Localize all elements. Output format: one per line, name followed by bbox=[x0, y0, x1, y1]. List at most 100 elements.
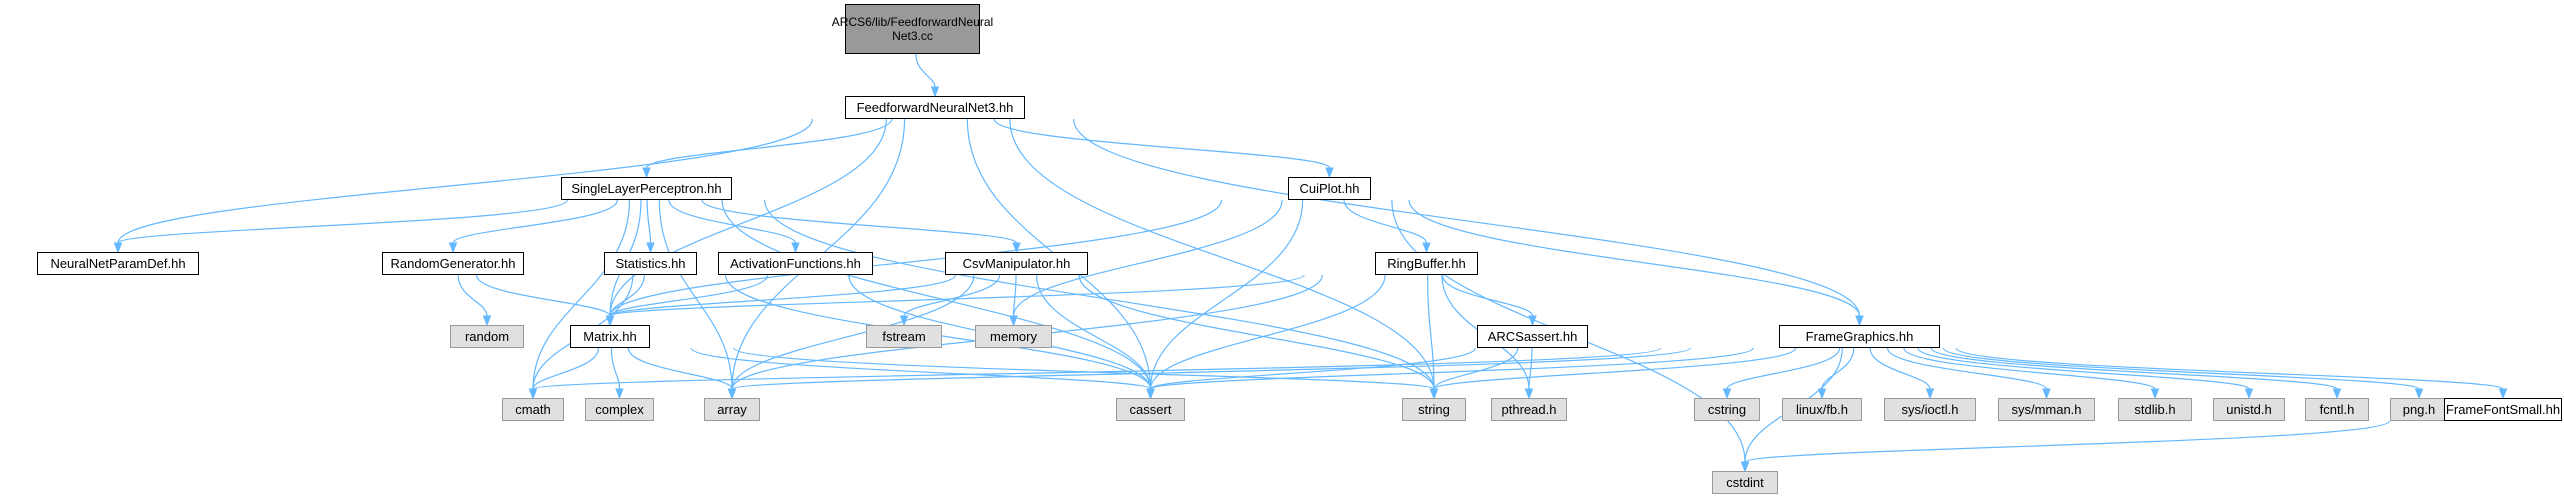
root-file-node: ARCS6/lib/FeedforwardNeural Net3.cc bbox=[832, 4, 993, 54]
edge-slp-to-rg bbox=[452, 199, 619, 244]
system-header-linux-fb: linux/fb.h bbox=[1782, 398, 1862, 421]
edge-csv-to-matrix bbox=[609, 274, 957, 317]
edge-fg-to-stdlib bbox=[1903, 347, 2156, 390]
edge-cui-to-matrix bbox=[609, 199, 1223, 317]
arrowhead-rg-to-random bbox=[482, 315, 492, 327]
edge-ring-to-arcsassert bbox=[1441, 274, 1534, 317]
arrowhead-cui-to-fg bbox=[1855, 315, 1864, 327]
edge-rg-to-random bbox=[457, 274, 488, 317]
edge-ffnn3-to-cui bbox=[993, 118, 1331, 169]
edge-cui-to-memory bbox=[1012, 199, 1283, 317]
edge-rg-to-matrix bbox=[475, 274, 611, 317]
edge-fg-to-png bbox=[1942, 347, 2420, 390]
arrowhead-fg-to-unistd bbox=[2244, 388, 2254, 400]
arrowhead-fg-to-ioctl bbox=[1925, 388, 1935, 400]
arrowhead-root-to-ffnn3 bbox=[930, 86, 940, 98]
ring-buffer-node[interactable]: RingBuffer.hh bbox=[1375, 252, 1478, 275]
arrowhead-fg-to-cmath bbox=[528, 388, 538, 400]
edge-fg-to-fcntl bbox=[1930, 347, 2338, 390]
system-header-unistd: unistd.h bbox=[2213, 398, 2285, 421]
arrowhead-fg-to-cassert bbox=[1146, 388, 1155, 400]
system-header-pthread: pthread.h bbox=[1491, 398, 1567, 421]
arrowhead-fg-to-fcntl bbox=[2332, 388, 2342, 400]
edge-slp-to-stats bbox=[646, 199, 652, 244]
edge-arcsassert-to-pthread bbox=[1528, 347, 1533, 390]
system-header-complex: complex bbox=[585, 398, 654, 421]
arrowhead-fg-to-ffs bbox=[2498, 388, 2508, 400]
system-header-fstream: fstream bbox=[866, 325, 942, 348]
edge-cui-to-ring bbox=[1343, 199, 1428, 244]
edge-ffnn3-to-matrix bbox=[609, 118, 887, 317]
arcs-assert-node[interactable]: ARCSassert.hh bbox=[1477, 325, 1588, 348]
arrowhead-slp-to-rg bbox=[448, 242, 458, 254]
edge-fg-to-linuxfb bbox=[1821, 347, 1855, 390]
edge-cui-to-cassert bbox=[1149, 199, 1304, 390]
edge-actf-to-matrix bbox=[609, 274, 769, 317]
edge-fg-to-cassert bbox=[1149, 347, 1754, 390]
edge-slp-to-actf bbox=[668, 199, 797, 244]
edge-csv-to-array bbox=[731, 274, 975, 390]
arrowhead-slp-to-actf bbox=[791, 242, 800, 254]
random-generator-node[interactable]: RandomGenerator.hh bbox=[382, 252, 524, 275]
edge-slp-to-csv bbox=[701, 199, 1018, 244]
edge-fg-to-cstring bbox=[1726, 347, 1841, 390]
system-header-memory: memory bbox=[975, 325, 1052, 348]
arrowhead-ring-to-arcsassert bbox=[1528, 315, 1537, 327]
statistics-node[interactable]: Statistics.hh bbox=[604, 252, 697, 275]
edge-ffnn3-to-fg bbox=[1073, 118, 1861, 317]
arrowhead-slp-to-csv bbox=[1012, 242, 1021, 254]
matrix-node[interactable]: Matrix.hh bbox=[570, 325, 650, 348]
edge-fg-to-array bbox=[731, 347, 1691, 390]
edge-ffnn3-to-slp bbox=[645, 118, 893, 169]
single-layer-perceptron-node[interactable]: SingleLayerPerceptron.hh bbox=[561, 177, 732, 200]
edge-ring-to-matrix bbox=[609, 274, 1305, 317]
csv-manipulator-node[interactable]: CsvManipulator.hh bbox=[945, 252, 1088, 275]
arrowhead-matrix-to-complex bbox=[615, 388, 624, 400]
system-header-cstring: cstring bbox=[1694, 398, 1760, 421]
edge-fg-to-mman bbox=[1886, 347, 2048, 390]
system-header-cassert: cassert bbox=[1116, 398, 1185, 421]
edge-root-to-ffnn3 bbox=[915, 53, 936, 88]
arrowhead-slp-to-nnpd bbox=[113, 242, 123, 254]
edge-slp-to-string bbox=[764, 199, 1435, 390]
edge-csv-to-string bbox=[1078, 274, 1435, 390]
system-header-array: array bbox=[704, 398, 760, 421]
arrowhead-cui-to-memory bbox=[1009, 315, 1018, 327]
edge-matrix-to-cmath bbox=[532, 347, 600, 390]
arrowhead-fg-to-mman bbox=[2042, 388, 2051, 400]
feedforward-neural-net3-node[interactable]: FeedforwardNeuralNet3.hh bbox=[845, 96, 1025, 119]
edge-ring-to-string bbox=[1427, 274, 1435, 390]
arrowhead-fg-to-array bbox=[727, 388, 737, 400]
neural-net-param-def-node[interactable]: NeuralNetParamDef.hh bbox=[37, 252, 199, 275]
system-header-cstdint: cstdint bbox=[1712, 471, 1778, 494]
frame-graphics-node[interactable]: FrameGraphics.hh bbox=[1779, 325, 1940, 348]
edge-ffnn3-to-string bbox=[1009, 118, 1435, 390]
edge-slp-to-cmath bbox=[532, 199, 631, 390]
edge-fg-to-cmath bbox=[532, 347, 1662, 390]
arrowhead-fg-to-string bbox=[1429, 388, 1439, 400]
edge-slp-to-nnpd bbox=[117, 199, 568, 244]
edge-fg-to-string bbox=[1433, 347, 1797, 390]
arrowhead-fg-to-cstring bbox=[1722, 388, 1732, 400]
edge-matrix-to-array bbox=[627, 347, 733, 390]
edge-slp-to-cassert bbox=[721, 199, 1152, 390]
system-header-stdlib: stdlib.h bbox=[2118, 398, 2192, 421]
edge-arcsassert-to-cassert bbox=[1149, 347, 1476, 390]
arrowhead-fg-to-png bbox=[2414, 388, 2424, 400]
system-header-sys-ioctl: sys/ioctl.h bbox=[1884, 398, 1976, 421]
arrowhead-ffnn3-to-slp bbox=[642, 167, 651, 179]
edge-ring-to-cassert bbox=[1149, 274, 1386, 390]
edge-ffs-to-cstdint bbox=[1744, 420, 2390, 463]
arrowhead-cui-to-ring bbox=[1422, 242, 1431, 254]
arrowhead-arcsassert-to-pthread bbox=[1524, 388, 1534, 400]
cui-plot-node[interactable]: CuiPlot.hh bbox=[1288, 177, 1371, 200]
arrowhead-ring-to-matrix bbox=[605, 315, 615, 327]
arrowhead-fg-to-linuxfb bbox=[1817, 388, 1827, 400]
edge-ffnn3-to-nnpd bbox=[117, 118, 814, 244]
frame-font-small-node[interactable]: FrameFontSmall.hh bbox=[2444, 398, 2562, 421]
system-header-fcntl: fcntl.h bbox=[2305, 398, 2369, 421]
edge-fg-to-ffs bbox=[1955, 347, 2504, 390]
activation-functions-node[interactable]: ActivationFunctions.hh bbox=[718, 252, 873, 275]
system-header-string: string bbox=[1402, 398, 1466, 421]
